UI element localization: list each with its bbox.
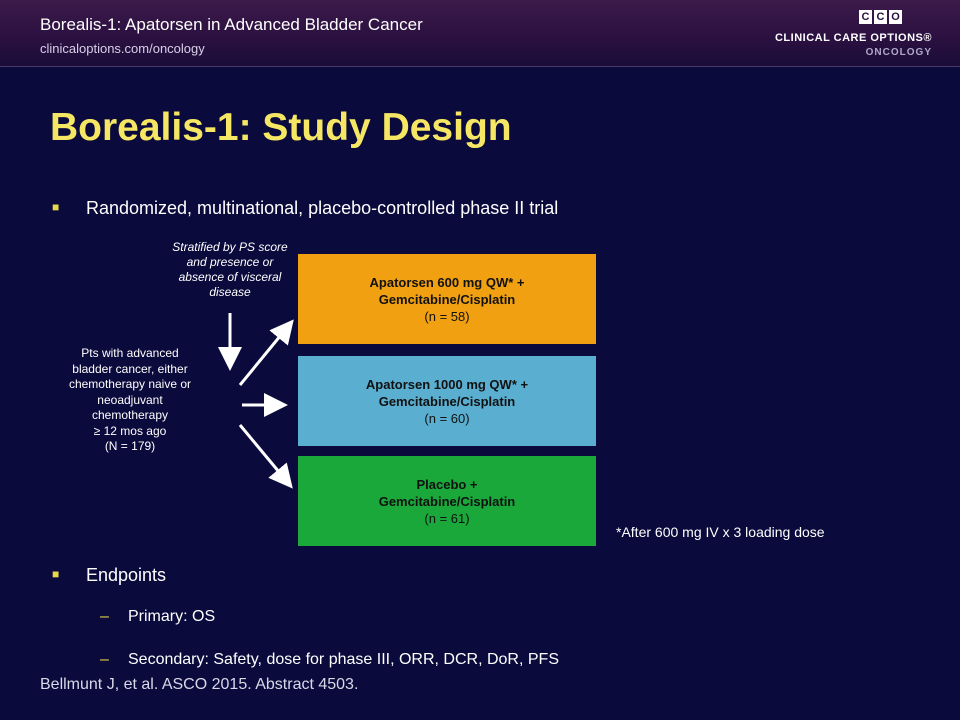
stratification-line: absence of visceral bbox=[178, 270, 282, 284]
cco-logo: C C O CLINICAL CARE OPTIONS® ONCOLOGY bbox=[775, 10, 932, 60]
arrow-to-arm-3 bbox=[238, 424, 293, 489]
sub-bullet-dash: – bbox=[100, 651, 109, 668]
bullet-design: Randomized, multinational, placebo-contr… bbox=[86, 198, 559, 218]
arm-n: (n = 60) bbox=[424, 410, 470, 426]
arm-box-apatorsen-1000: Apatorsen 1000 mg QW* + Gemcitabine/Cisp… bbox=[298, 356, 596, 446]
population-box: Pts with advanced bladder cancer, either… bbox=[45, 346, 215, 455]
logo-text-line2: ONCOLOGY bbox=[865, 47, 932, 58]
stratification-line: disease bbox=[209, 285, 251, 299]
logo-letter: O bbox=[889, 10, 902, 24]
arm-box-placebo: Placebo + Gemcitabine/Cisplatin (n = 61) bbox=[298, 456, 596, 546]
population-line: (N = 179) bbox=[104, 439, 156, 453]
citation: Bellmunt J, et al. ASCO 2015. Abstract 4… bbox=[40, 676, 359, 693]
arm-regimen: Gemcitabine/Cisplatin bbox=[378, 493, 516, 509]
sub-bullet-dash: – bbox=[100, 608, 109, 625]
population-line: chemotherapy naive or bbox=[68, 377, 192, 391]
population-line: chemotherapy bbox=[91, 408, 169, 422]
logo-letter: C bbox=[874, 10, 887, 24]
arm-label: Apatorsen 1000 mg QW* + bbox=[365, 376, 529, 392]
arm-label: Placebo + bbox=[416, 476, 478, 492]
logo-letter-boxes: C C O bbox=[857, 10, 902, 24]
population-line: Pts with advanced bbox=[81, 346, 179, 360]
endpoint-primary: Primary: OS bbox=[128, 608, 216, 625]
loading-dose-footnote: *After 600 mg IV x 3 loading dose bbox=[616, 524, 825, 540]
endpoint-secondary: Secondary: Safety, dose for phase III, O… bbox=[128, 651, 559, 668]
arm-regimen: Gemcitabine/Cisplatin bbox=[378, 291, 516, 307]
page-title: Borealis-1: Study Design bbox=[50, 106, 512, 149]
population-line: ≥ 12 mos ago bbox=[93, 423, 167, 438]
stratification-note: Stratified by PS score and presence or a… bbox=[150, 240, 310, 300]
bullet-marker: ■ bbox=[52, 200, 60, 214]
stratification-line: Stratified by PS score bbox=[172, 240, 288, 254]
header-title: Borealis-1: Apatorsen in Advanced Bladde… bbox=[40, 15, 423, 34]
logo-text-line1: CLINICAL CARE OPTIONS® bbox=[774, 32, 932, 44]
header-bar: Borealis-1: Apatorsen in Advanced Bladde… bbox=[0, 0, 960, 67]
bullet-endpoints: Endpoints bbox=[86, 565, 167, 585]
population-line: neoadjuvant bbox=[97, 392, 163, 407]
arm-label: Apatorsen 600 mg QW* + bbox=[369, 274, 525, 290]
arm-n: (n = 61) bbox=[424, 510, 470, 526]
logo-letter: C bbox=[859, 10, 872, 24]
stratification-line: and presence or bbox=[186, 255, 274, 269]
arm-regimen: Gemcitabine/Cisplatin bbox=[378, 393, 516, 409]
arm-box-apatorsen-600: Apatorsen 600 mg QW* + Gemcitabine/Cispl… bbox=[298, 254, 596, 344]
header-url: clinicaloptions.com/oncology bbox=[40, 41, 205, 56]
population-line: bladder cancer, either bbox=[72, 361, 188, 376]
bullet-marker: ■ bbox=[52, 567, 60, 581]
arrow-to-arm-1 bbox=[238, 319, 294, 386]
arm-n: (n = 58) bbox=[424, 308, 470, 324]
